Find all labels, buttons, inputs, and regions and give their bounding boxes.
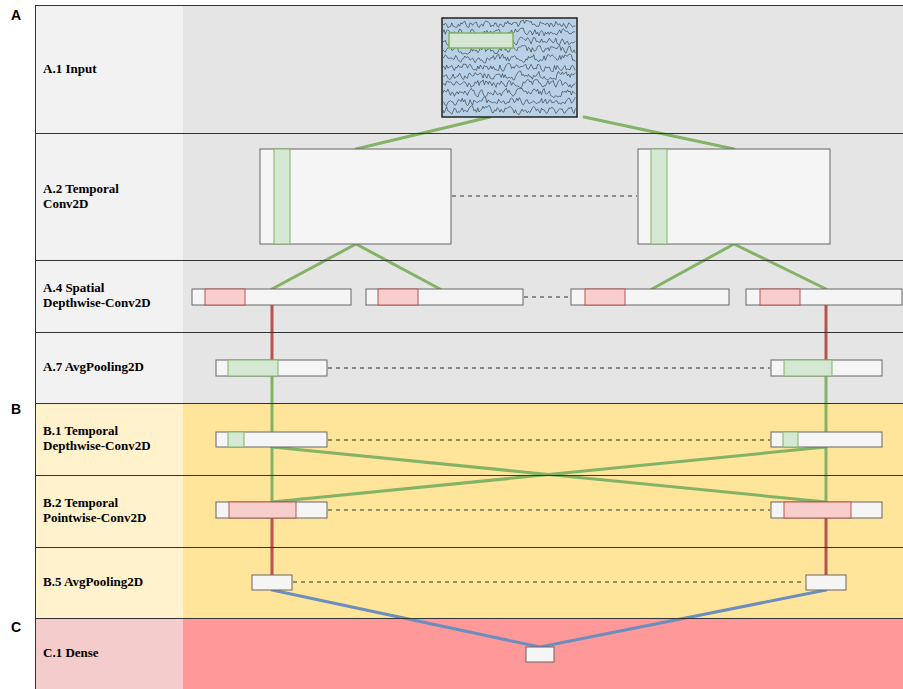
layer-row: A.4 Spatial Depthwise-Conv2D: [35, 260, 903, 333]
layer-row: B.1 Temporal Depthwise-Conv2D: [35, 403, 903, 476]
layer-row: C.1 Dense: [35, 618, 903, 689]
layer-row: B.5 AvgPooling2D: [35, 547, 903, 619]
eeg-trace: [443, 20, 575, 28]
layer-row: A.7 AvgPooling2D: [35, 332, 903, 404]
layer-label: B.2 Temporal Pointwise-Conv2D: [43, 496, 161, 526]
group-letter: C: [11, 619, 21, 635]
layer-label: C.1 Dense: [43, 646, 161, 661]
eeg-trace: [443, 54, 575, 63]
group-letter: B: [11, 401, 21, 417]
eeg-trace: [443, 80, 575, 88]
group-letter: A: [11, 7, 21, 23]
layer-label: A.2 Temporal Conv2D: [43, 182, 161, 212]
layer-row: B.2 Temporal Pointwise-Conv2D: [35, 475, 903, 548]
eeg-trace: [443, 63, 575, 71]
layer-label: A.7 AvgPooling2D: [43, 360, 161, 375]
layer-label: A.1 Input: [43, 62, 161, 77]
layer-label: B.5 AvgPooling2D: [43, 575, 161, 590]
layer-label: A.4 Spatial Depthwise-Conv2D: [43, 281, 161, 311]
layer-row: A.2 Temporal Conv2D: [35, 133, 903, 261]
eeg-trace: [443, 71, 575, 80]
layer-row: A.1 Input: [35, 5, 903, 134]
layer-label: B.1 Temporal Depthwise-Conv2D: [43, 424, 161, 454]
eeg-trace: [443, 106, 575, 115]
eeg-trace: [443, 88, 575, 97]
eeg-trace: [443, 97, 575, 106]
